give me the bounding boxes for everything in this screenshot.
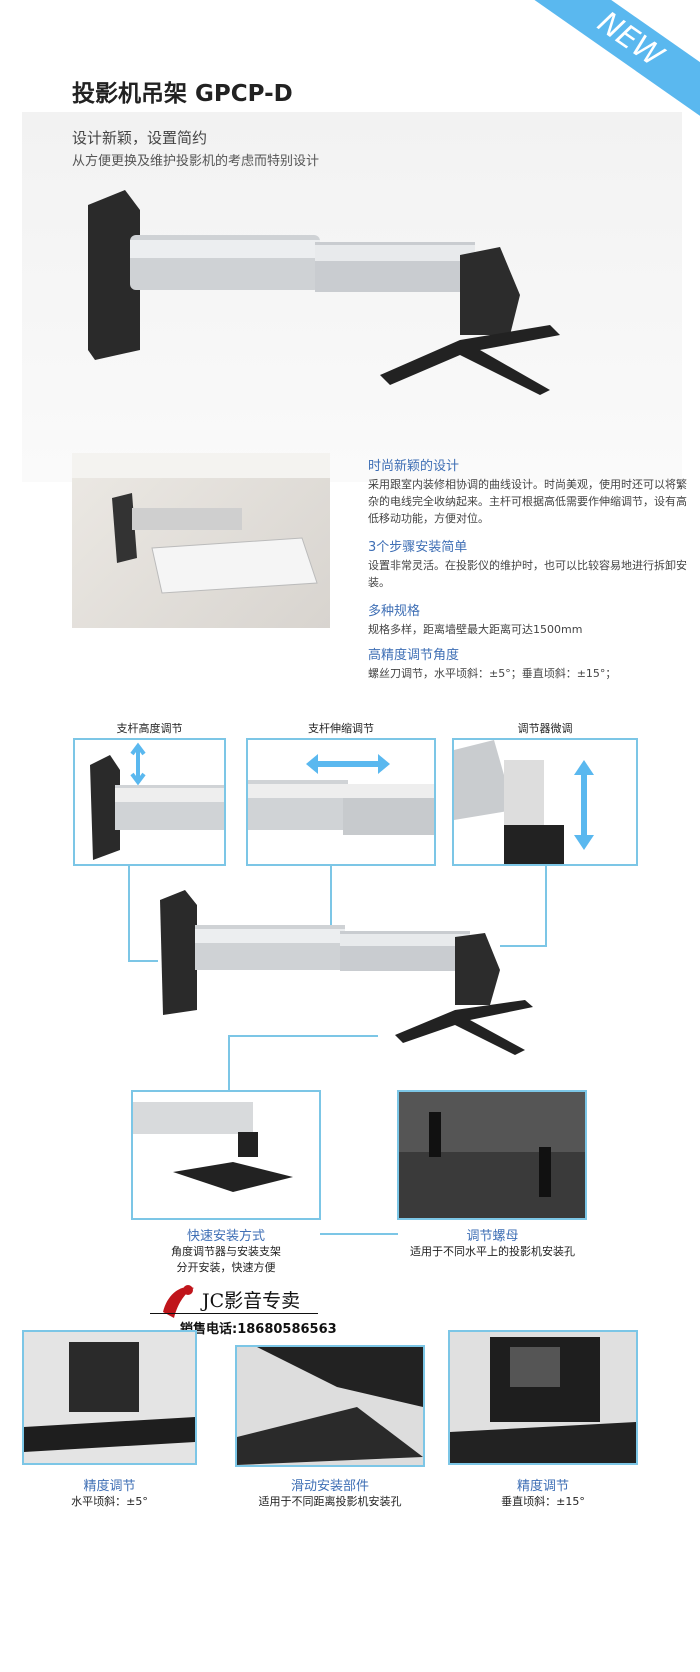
- feature-heading: 时尚新颖的设计: [368, 459, 460, 474]
- connector-line: [228, 1035, 230, 1090]
- caption-heading: 滑动安装部件: [290, 1479, 369, 1494]
- caption-text: 分开安装，快速方便: [176, 1261, 276, 1274]
- logo-mark-icon: [163, 1285, 194, 1318]
- feature-2: 3个步骤安装简单设置非常灵活。在投影仪的维护时，也可以比较容易地进行拆卸安装。: [368, 536, 688, 591]
- feature-text: 螺丝刀调节，水平顷斜：±5°；垂直顷斜：±15°；: [368, 667, 617, 680]
- connector-line: [500, 945, 547, 947]
- sales-phone: 销售电话:18680586563: [180, 1322, 337, 1337]
- caption-text: 适用于不同水平上的投影机安装孔: [410, 1245, 575, 1258]
- connector-line: [228, 1035, 378, 1037]
- quick-install-caption: 快速安装方式角度调节器与安装支架分开安装，快速方便: [131, 1225, 321, 1276]
- height-adjust-image: [73, 738, 226, 866]
- connector-line: [320, 1233, 398, 1235]
- feature-4: 高精度调节角度螺丝刀调节，水平顷斜：±5°；垂直顷斜：±15°；: [368, 644, 688, 682]
- bottom-caption-3: 精度调节垂直顷斜：±15°: [448, 1475, 638, 1510]
- feature-heading: 3个步骤安装简单: [368, 540, 468, 555]
- feature-text: 规格多样，距离墙壁最大距离可达1500mm: [368, 623, 583, 636]
- fine-adjust-image: [452, 738, 638, 866]
- quick-install-image: [131, 1090, 321, 1220]
- caption-heading: 精度调节: [83, 1479, 136, 1494]
- feature-3: 多种规格规格多样，距离墙壁最大距离可达1500mm: [368, 600, 688, 638]
- connector-line: [545, 866, 547, 946]
- horizontal-adjust-image: [22, 1330, 197, 1465]
- adjust-nut-image: [397, 1090, 587, 1220]
- sliding-part-image: [235, 1345, 425, 1467]
- bracket-hero-image: [88, 190, 560, 395]
- feature-heading: 多种规格: [368, 604, 421, 619]
- detail-label: 支杆高度调节: [116, 722, 183, 735]
- bottom-caption-2: 滑动安装部件适用于不同距离投影机安装孔: [225, 1475, 435, 1510]
- vertical-adjust-image: [448, 1330, 638, 1465]
- bracket-center-image: [160, 890, 533, 1055]
- caption-heading: 调节螺母: [466, 1229, 519, 1244]
- detail-label: 调节器微调: [517, 722, 573, 735]
- feature-text: 采用跟室内装修相协调的曲线设计。时尚美观，使用时还可以将繁杂的电线完全收纳起来。…: [368, 478, 687, 525]
- bottom-caption-1: 精度调节水平顷斜：±5°: [22, 1475, 197, 1510]
- telescopic-adjust-image: [246, 738, 436, 866]
- caption-text: 适用于不同距离投影机安装孔: [258, 1495, 402, 1508]
- caption-text: 角度调节器与安装支架: [171, 1245, 281, 1258]
- caption-text: 垂直顷斜：±15°: [501, 1495, 585, 1508]
- caption-heading: 快速安装方式: [186, 1229, 265, 1244]
- hero-description: 从方便更换及维护投影机的考虑而特别设计: [72, 154, 320, 169]
- feature-text: 设置非常灵活。在投影仪的维护时，也可以比较容易地进行拆卸安装。: [368, 559, 687, 589]
- feature-heading: 高精度调节角度: [368, 648, 460, 663]
- hero-subtitle: 设计新颖，设置简约: [72, 129, 208, 147]
- connector-line: [128, 960, 158, 962]
- logo-brand: JC影音专卖: [202, 1290, 301, 1312]
- page-title: 投影机吊架 GPCP-D: [72, 81, 293, 107]
- feature-1: 时尚新颖的设计采用跟室内装修相协调的曲线设计。时尚美观，使用时还可以将繁杂的电线…: [368, 455, 688, 527]
- caption-heading: 精度调节: [516, 1479, 569, 1494]
- connector-line: [128, 866, 130, 961]
- connector-line: [330, 866, 332, 926]
- detail-label: 支杆伸缩调节: [308, 722, 374, 735]
- installed-projector-photo: [72, 453, 330, 628]
- caption-text: 水平顷斜：±5°: [71, 1495, 148, 1508]
- adjust-nut-caption: 调节螺母适用于不同水平上的投影机安装孔: [380, 1225, 605, 1260]
